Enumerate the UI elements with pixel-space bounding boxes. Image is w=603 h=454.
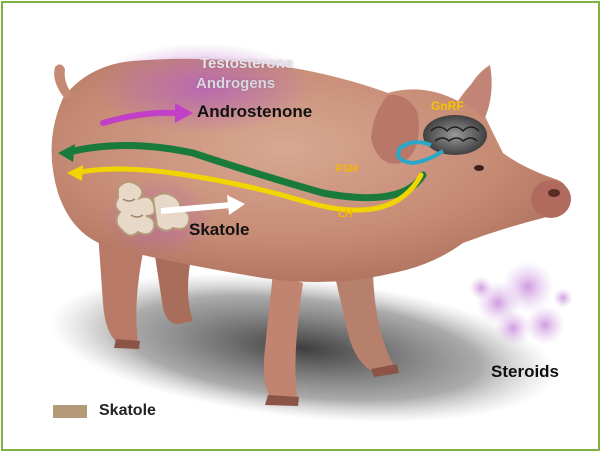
legend: Skatole [53, 401, 156, 421]
testosterone-label: Testosterone [200, 55, 293, 72]
brain-icon [423, 115, 487, 155]
pig-eye [474, 165, 484, 171]
pig-tail [54, 64, 73, 99]
fsh-label: FSH [336, 163, 358, 175]
legend-label: Skatole [99, 402, 156, 420]
skatole-label: Skatole [189, 220, 249, 240]
pig-nostril [548, 189, 560, 197]
pig-illustration [3, 3, 600, 451]
pig-snout [531, 180, 571, 218]
androgens-label: Androgens [196, 75, 275, 92]
androstenone-label: Androstenone [197, 102, 312, 122]
gnrf-label: GnRF [431, 99, 464, 113]
steroids-label: Steroids [491, 362, 559, 382]
legend-swatch [53, 405, 87, 418]
lh-label: LH [338, 208, 353, 220]
